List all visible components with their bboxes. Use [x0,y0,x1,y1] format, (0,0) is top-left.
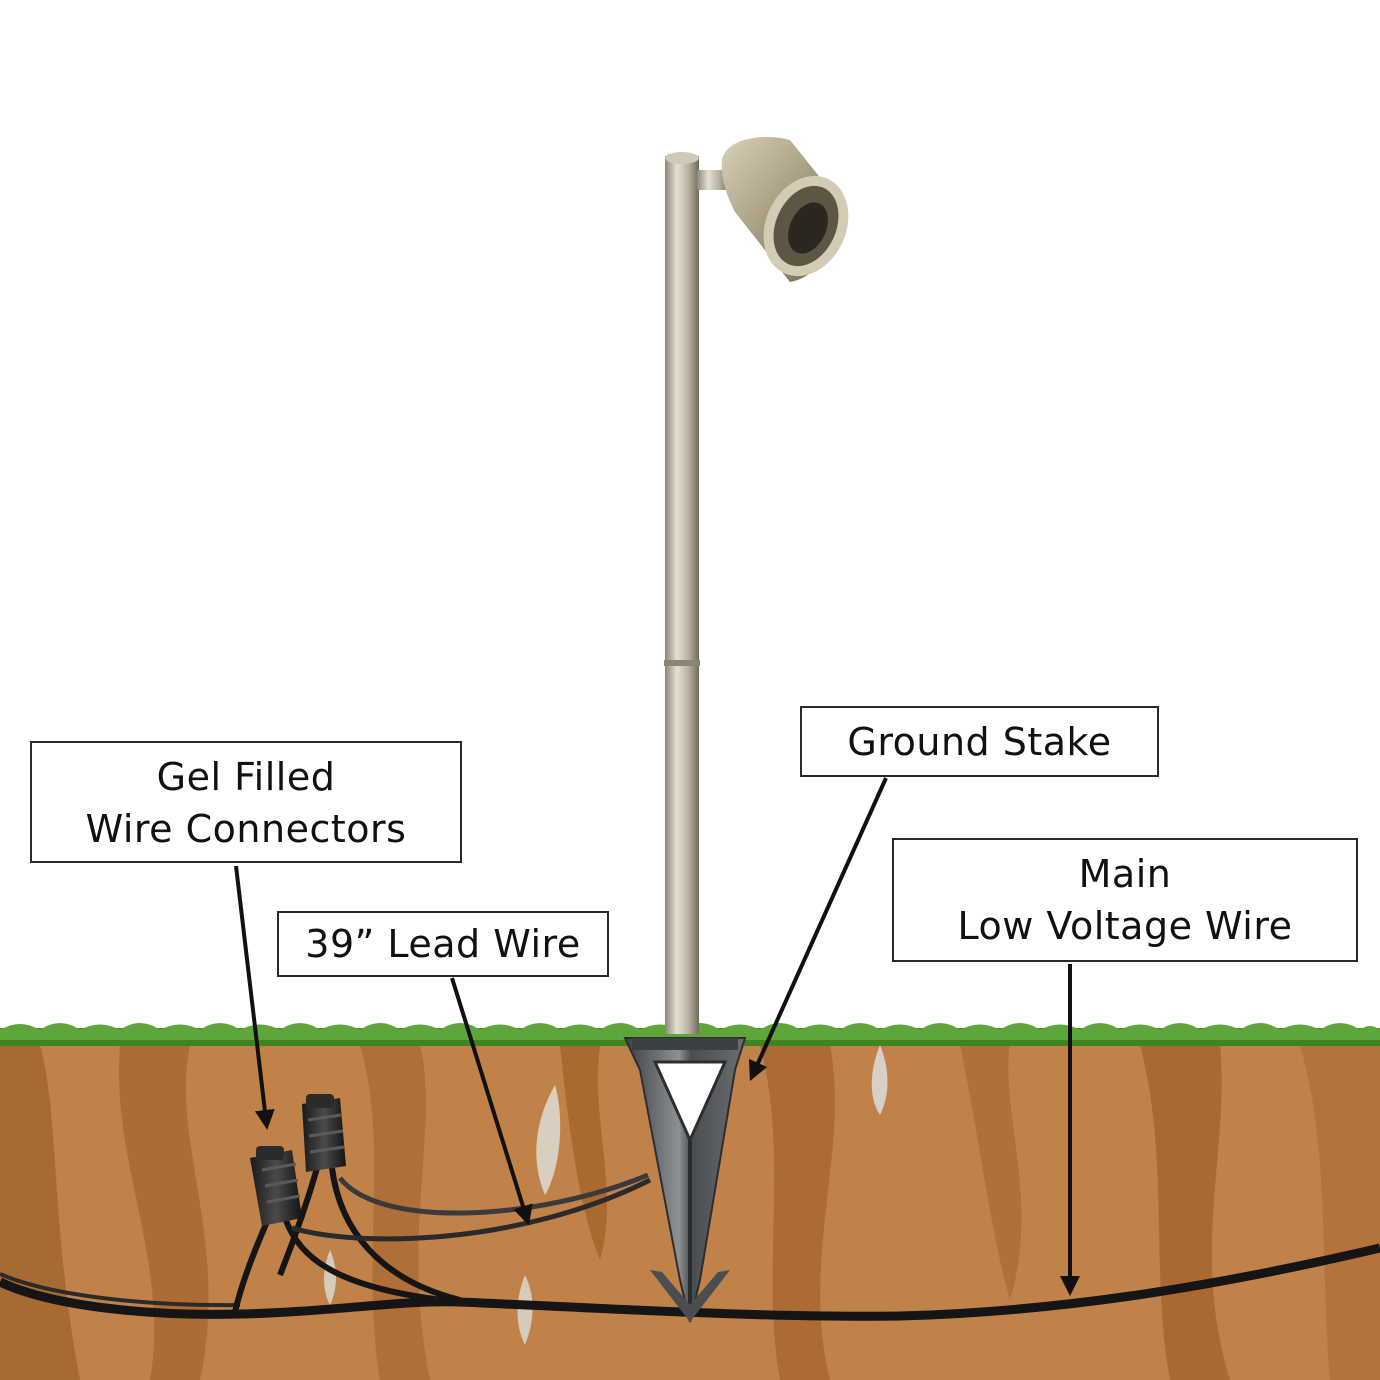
main-low-voltage-wire-label: Main Low Voltage Wire [892,838,1358,962]
gel-label-line-1: Gel Filled [156,755,336,799]
gel-filled-connector-left [250,1146,302,1226]
callout-arrows [234,777,1080,1296]
arrow-gel-connectors [234,865,275,1130]
ground-stake-text: Ground Stake [847,720,1112,764]
main-low-voltage-wire [0,1243,1380,1321]
ground-stake [623,1037,747,1323]
gel-filled-connectors-label: Gel Filled Wire Connectors [30,741,462,863]
spotlight-head [721,136,849,282]
main-label-line-1: Main [1078,852,1172,896]
main-label-line-2: Low Voltage Wire [957,904,1293,948]
arrow-ground-stake [748,777,888,1082]
gel-label-line-2: Wire Connectors [85,807,407,851]
lead-wire-label: 39” Lead Wire [277,911,609,977]
ground-stake-label: Ground Stake [800,706,1159,777]
lead-wires [232,1164,652,1313]
gel-filled-connector-right [302,1094,346,1172]
light-pole [664,152,729,1034]
lead-wire-text: 39” Lead Wire [305,922,581,966]
arrow-lead-wire [450,977,533,1226]
